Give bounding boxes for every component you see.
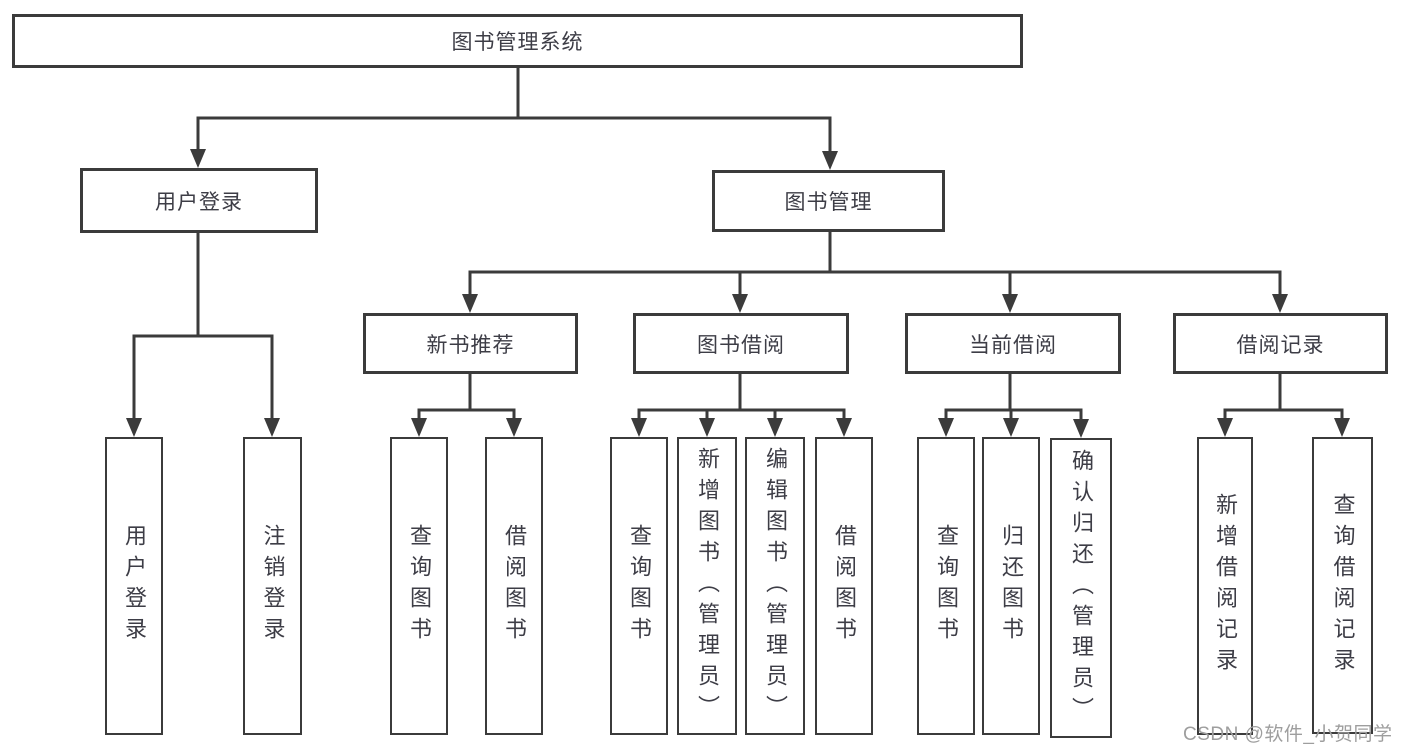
leaf-user-login: 用户登录 (105, 437, 163, 735)
node-label: 确认归还（管理员） (1069, 448, 1094, 728)
node-book-borrowing: 图书借阅 (633, 313, 849, 374)
arrowhead-down-icon (938, 418, 954, 437)
connector-group (938, 374, 1089, 438)
node-borrowing-records: 借阅记录 (1173, 313, 1388, 374)
node-label: 借阅图书 (832, 524, 857, 648)
arrowhead-down-icon (462, 294, 478, 313)
node-label: 注销登录 (260, 524, 286, 648)
node-library-management-system: 图书管理系统 (12, 14, 1023, 68)
leaf-borrow-books-recommend: 借阅图书 (485, 437, 543, 735)
connector-group (126, 233, 280, 437)
arrowhead-down-icon (1003, 418, 1019, 437)
arrowhead-down-icon (1217, 418, 1233, 437)
node-label: 查询借阅记录 (1330, 492, 1356, 679)
node-label: 用户登录 (122, 524, 147, 648)
leaf-query-books-borrow: 查询图书 (610, 437, 668, 735)
leaf-query-books-current: 查询图书 (917, 437, 975, 735)
node-label: 新增图书（管理员） (695, 446, 720, 726)
arrowhead-down-icon (506, 418, 522, 437)
node-label: 图书管理系统 (451, 31, 584, 54)
node-book-management: 图书管理 (712, 170, 945, 232)
node-label: 编辑图书（管理员） (763, 446, 788, 726)
arrowhead-down-icon (1272, 294, 1288, 313)
node-label: 归还图书 (999, 524, 1024, 648)
arrowhead-down-icon (836, 418, 852, 437)
connector-group (1217, 374, 1350, 437)
arrowhead-down-icon (411, 418, 427, 437)
arrowhead-down-icon (732, 294, 748, 313)
arrowhead-down-icon (1073, 419, 1089, 438)
arrowhead-down-icon (822, 151, 838, 170)
leaf-return-books: 归还图书 (982, 437, 1040, 735)
arrowhead-down-icon (264, 418, 280, 437)
arrowhead-down-icon (1002, 294, 1018, 313)
arrowhead-down-icon (190, 149, 206, 168)
csdn-watermark: CSDN @软件_小贺同学 (1183, 724, 1393, 745)
node-user-login: 用户登录 (80, 168, 318, 233)
leaf-edit-books-admin: 编辑图书（管理员） (745, 437, 805, 735)
connector-group (631, 374, 852, 437)
node-label: 图书借阅 (697, 333, 785, 357)
node-label: 当前借阅 (969, 333, 1057, 357)
leaf-query-borrow-record: 查询借阅记录 (1312, 437, 1373, 734)
node-label: 图书管理 (784, 191, 873, 214)
arrowhead-down-icon (767, 418, 783, 437)
connector-group (190, 68, 838, 170)
arrowhead-down-icon (1334, 418, 1350, 437)
node-label: 查询图书 (407, 524, 432, 648)
arrowhead-down-icon (699, 418, 715, 437)
connector-group (462, 232, 1288, 313)
leaf-add-borrow-record: 新增借阅记录 (1197, 437, 1253, 735)
arrowhead-down-icon (631, 418, 647, 437)
node-label: 查询图书 (627, 524, 652, 648)
node-label: 借阅记录 (1236, 333, 1325, 357)
node-label: 新书推荐 (426, 333, 515, 357)
leaf-add-books-admin: 新增图书（管理员） (677, 437, 737, 735)
connector-group (411, 374, 522, 437)
leaf-confirm-return-admin: 确认归还（管理员） (1050, 438, 1112, 738)
node-label: 用户登录 (155, 190, 243, 214)
node-label: 新增借阅记录 (1213, 493, 1238, 679)
arrowhead-down-icon (126, 418, 142, 437)
node-new-book-recommendation: 新书推荐 (363, 313, 578, 374)
leaf-logout: 注销登录 (243, 437, 302, 735)
node-label: 借阅图书 (502, 524, 527, 648)
leaf-borrow-books: 借阅图书 (815, 437, 873, 735)
node-label: 查询图书 (934, 524, 959, 648)
node-current-borrowing: 当前借阅 (905, 313, 1121, 374)
leaf-query-books-recommend: 查询图书 (390, 437, 448, 735)
